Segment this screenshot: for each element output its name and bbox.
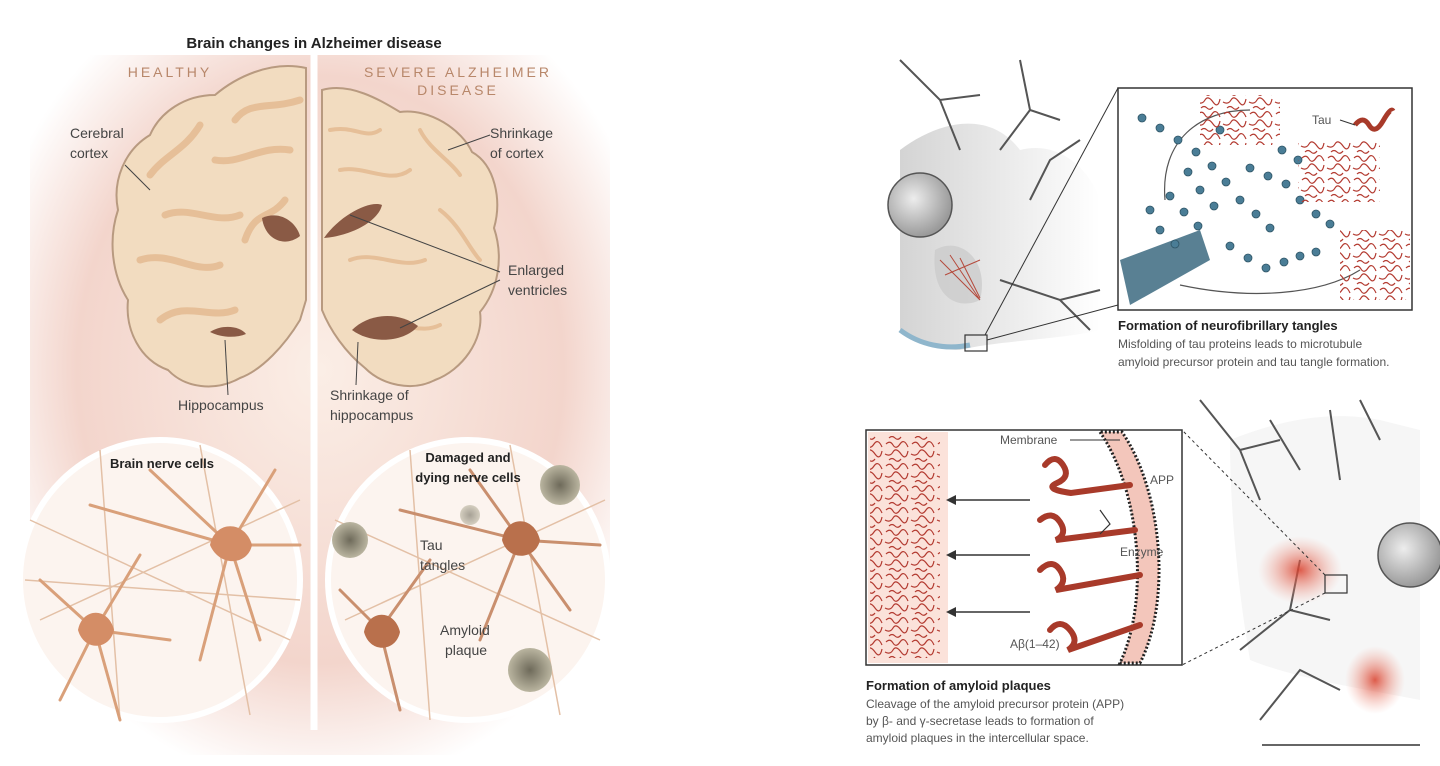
plaques-caption-title: Formation of amyloid plaques: [866, 678, 1051, 693]
healthy-brain: [111, 65, 307, 388]
label-cerebral-cortex-1: Cerebral: [70, 125, 124, 141]
tangles-caption-line2: amyloid precursor protein and tau tangle…: [1118, 355, 1389, 369]
alz-ventricle-lower: [352, 315, 418, 340]
damaged-neuron-circle: [325, 437, 611, 723]
label-app: APP: [1150, 473, 1174, 487]
label-tau-tangles-2: tangles: [420, 557, 465, 573]
healthy-ventricle: [262, 215, 300, 242]
label-membrane: Membrane: [1000, 433, 1058, 447]
alz-header-line2: DISEASE: [417, 82, 499, 98]
label-amyloid-plaque-2: plaque: [445, 642, 487, 658]
label-enzyme: Enzyme: [1120, 545, 1164, 559]
tangles-inset: [1117, 87, 1413, 311]
healthy-neuron-circle: [17, 437, 303, 723]
alzheimer-brain: [321, 87, 500, 387]
label-damaged-1: Damaged and: [425, 450, 510, 465]
plaques-inset: [865, 429, 1183, 666]
healthy-header: HEALTHY: [128, 64, 213, 80]
label-tau-tangles-1: Tau: [420, 537, 443, 553]
plaques-caption-line1: Cleavage of the amyloid precursor protei…: [866, 697, 1124, 711]
label-hippocampus: Hippocampus: [178, 397, 264, 413]
label-shrinkage-cortex-2: of cortex: [490, 145, 544, 161]
tangles-caption-title: Formation of neurofibrillary tangles: [1118, 318, 1338, 333]
healthy-hippocampus: [210, 326, 246, 337]
plaques-caption-line2: by β- and γ-secretase leads to formation…: [866, 714, 1094, 728]
label-tau: Tau: [1312, 113, 1331, 127]
alz-ventricle-upper: [324, 204, 382, 238]
label-amyloid-plaque-1: Amyloid: [440, 622, 490, 638]
label-cerebral-cortex-2: cortex: [70, 145, 108, 161]
label-shrinkage-cortex-1: Shrinkage: [490, 125, 553, 141]
label-shrinkage-hippo-2: hippocampus: [330, 407, 413, 423]
label-brain-nerve-cells: Brain nerve cells: [110, 456, 214, 471]
label-enlarged-ventricles-1: Enlarged: [508, 262, 564, 278]
plaques-caption-line3: amyloid plaques in the intercellular spa…: [866, 731, 1089, 745]
label-shrinkage-hippo-1: Shrinkage of: [330, 387, 409, 403]
label-enlarged-ventricles-2: ventricles: [508, 282, 567, 298]
left-title: Brain changes in Alzheimer disease: [186, 35, 441, 52]
label-abeta: Aβ(1–42): [1010, 637, 1060, 651]
label-damaged-2: dying nerve cells: [415, 470, 521, 485]
tangles-neuron: [887, 59, 1119, 352]
alz-header-line1: SEVERE ALZHEIMER: [364, 64, 552, 80]
tangles-caption-line1: Misfolding of tau proteins leads to micr…: [1118, 337, 1362, 351]
plaques-neuron: [1181, 399, 1440, 746]
